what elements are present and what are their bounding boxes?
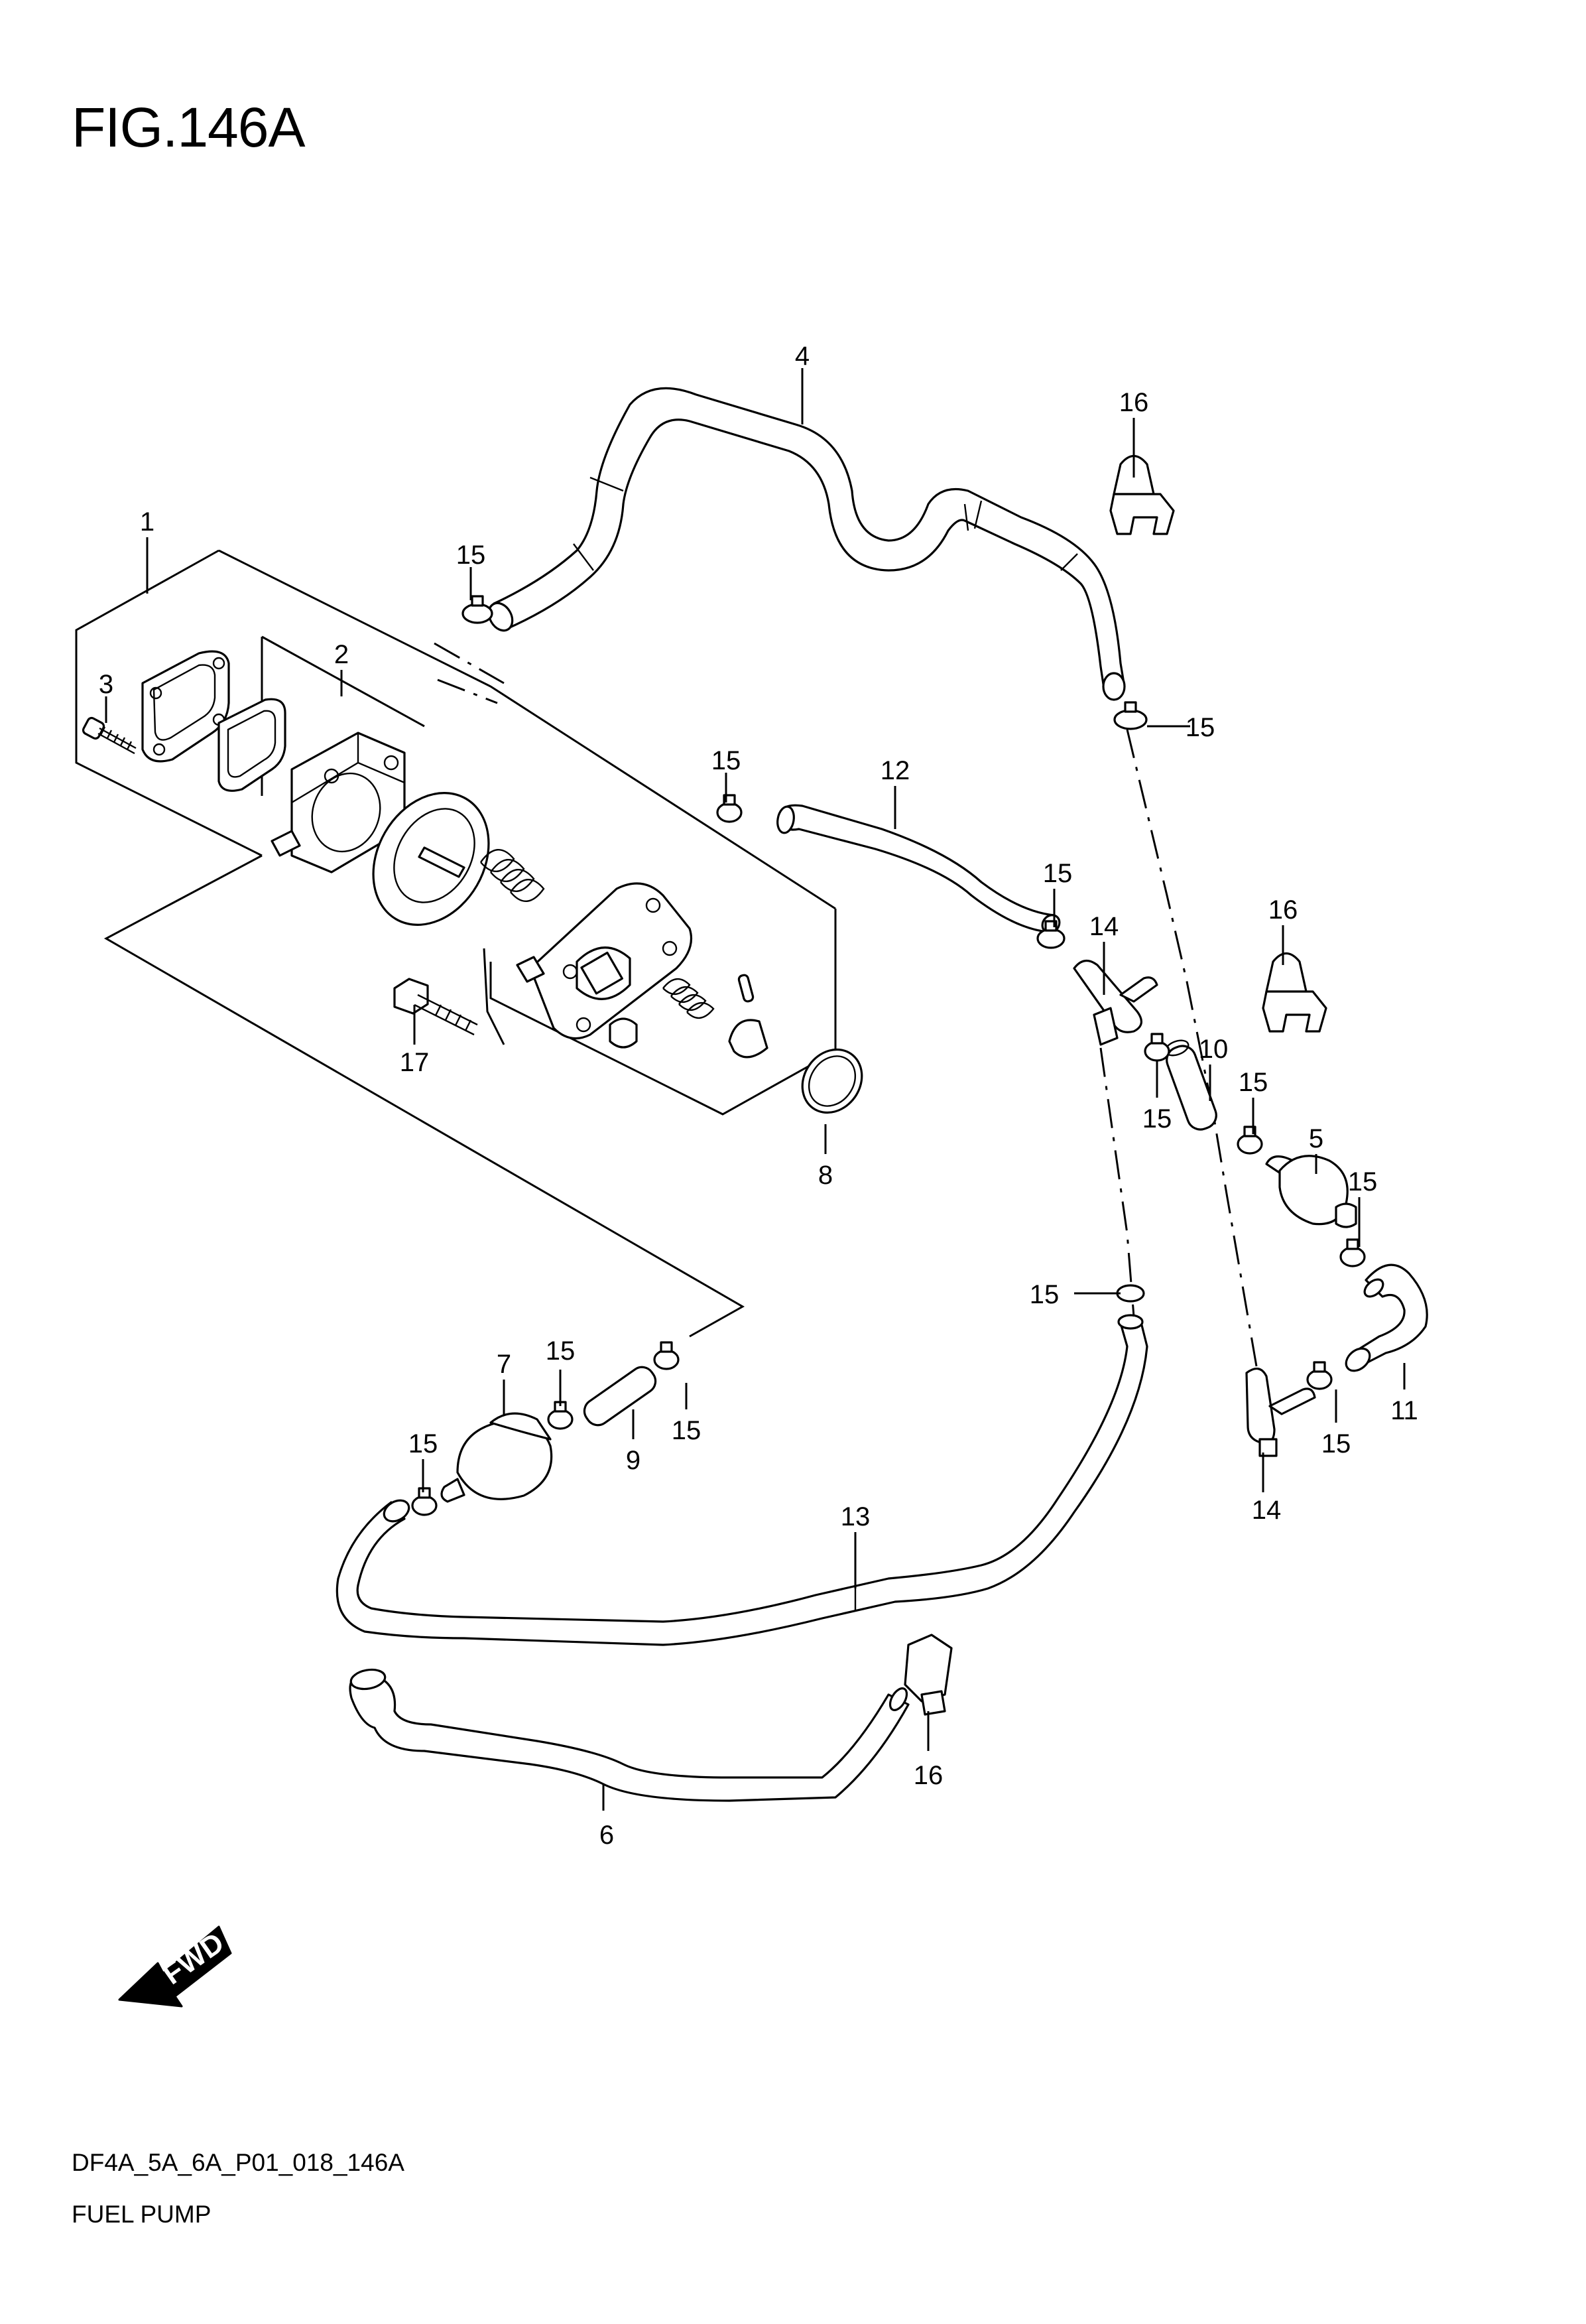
screw-part-3 xyxy=(82,716,137,755)
callout-12: 12 xyxy=(881,756,910,785)
callout-5: 5 xyxy=(1309,1124,1323,1153)
hose-part-11 xyxy=(1345,1263,1428,1372)
routing-line xyxy=(1126,729,1258,1367)
callout-7: 7 xyxy=(497,1350,511,1379)
bolt-part-17 xyxy=(393,978,478,1036)
callout-15: 15 xyxy=(1239,1068,1268,1097)
callout-numbers: 1 2 3 4 15 16 15 15 12 15 14 16 10 15 5 … xyxy=(99,342,1418,1850)
fwd-arrow-icon: FWD xyxy=(118,1925,232,2008)
callout-2: 2 xyxy=(334,640,349,669)
callout-15: 15 xyxy=(1043,859,1073,888)
callout-14: 14 xyxy=(1089,912,1119,941)
clip-part-16 xyxy=(904,1634,953,1716)
hose-clamps-part-15 xyxy=(411,595,1366,1516)
clip-part-16 xyxy=(1262,952,1327,1033)
clip-part-16 xyxy=(1109,454,1175,535)
callout-15: 15 xyxy=(546,1336,576,1366)
callout-15: 15 xyxy=(1186,713,1215,742)
callout-9: 9 xyxy=(626,1446,640,1475)
callout-11: 11 xyxy=(1390,1396,1418,1425)
callout-14: 14 xyxy=(1252,1496,1282,1525)
routing-line xyxy=(1099,1047,1135,1317)
callout-15: 15 xyxy=(1030,1280,1060,1309)
figure-code: DF4A_5A_6A_P01_018_146A xyxy=(72,2149,404,2176)
hose-part-6 xyxy=(349,1668,910,1811)
fuel-filter-part-5 xyxy=(1265,1155,1357,1228)
hose-part-13 xyxy=(336,1314,1148,1646)
callout-16: 16 xyxy=(914,1761,944,1790)
callout-13: 13 xyxy=(841,1502,871,1531)
callout-16: 16 xyxy=(1119,388,1149,417)
pump-cover-plate xyxy=(141,650,230,763)
pump-gasket xyxy=(217,698,286,792)
t-joint-part-14 xyxy=(1073,960,1158,1046)
o-ring-part-8 xyxy=(801,1048,863,1114)
valve-spring xyxy=(662,974,768,1059)
callout-15: 15 xyxy=(672,1416,702,1445)
pump-chamber-housing xyxy=(516,882,693,1049)
hose-part-12 xyxy=(776,804,1061,934)
callout-15: 15 xyxy=(456,541,486,570)
callout-1: 1 xyxy=(140,507,154,537)
callout-3: 3 xyxy=(99,670,113,699)
hose-part-4 xyxy=(487,387,1126,701)
callout-15: 15 xyxy=(1142,1104,1172,1133)
callout-16: 16 xyxy=(1268,895,1298,925)
callout-15: 15 xyxy=(408,1429,438,1458)
t-joint-part-14 xyxy=(1245,1368,1316,1457)
pump-spring xyxy=(480,848,545,903)
pump-diaphragm xyxy=(372,792,490,926)
callout-10: 10 xyxy=(1199,1035,1229,1064)
figure-name: FUEL PUMP xyxy=(72,2201,212,2228)
callout-15: 15 xyxy=(1348,1167,1378,1196)
callout-4: 4 xyxy=(795,342,810,371)
filter-part-7 xyxy=(440,1412,553,1503)
leader-lines xyxy=(105,368,1406,1811)
joint-part-9 xyxy=(583,1366,657,1427)
callout-15: 15 xyxy=(1321,1429,1351,1458)
callout-6: 6 xyxy=(599,1821,614,1850)
figure-title: FIG.146A xyxy=(72,96,306,159)
callout-17: 17 xyxy=(400,1048,430,1077)
callout-15: 15 xyxy=(711,746,741,775)
callout-8: 8 xyxy=(818,1161,833,1190)
